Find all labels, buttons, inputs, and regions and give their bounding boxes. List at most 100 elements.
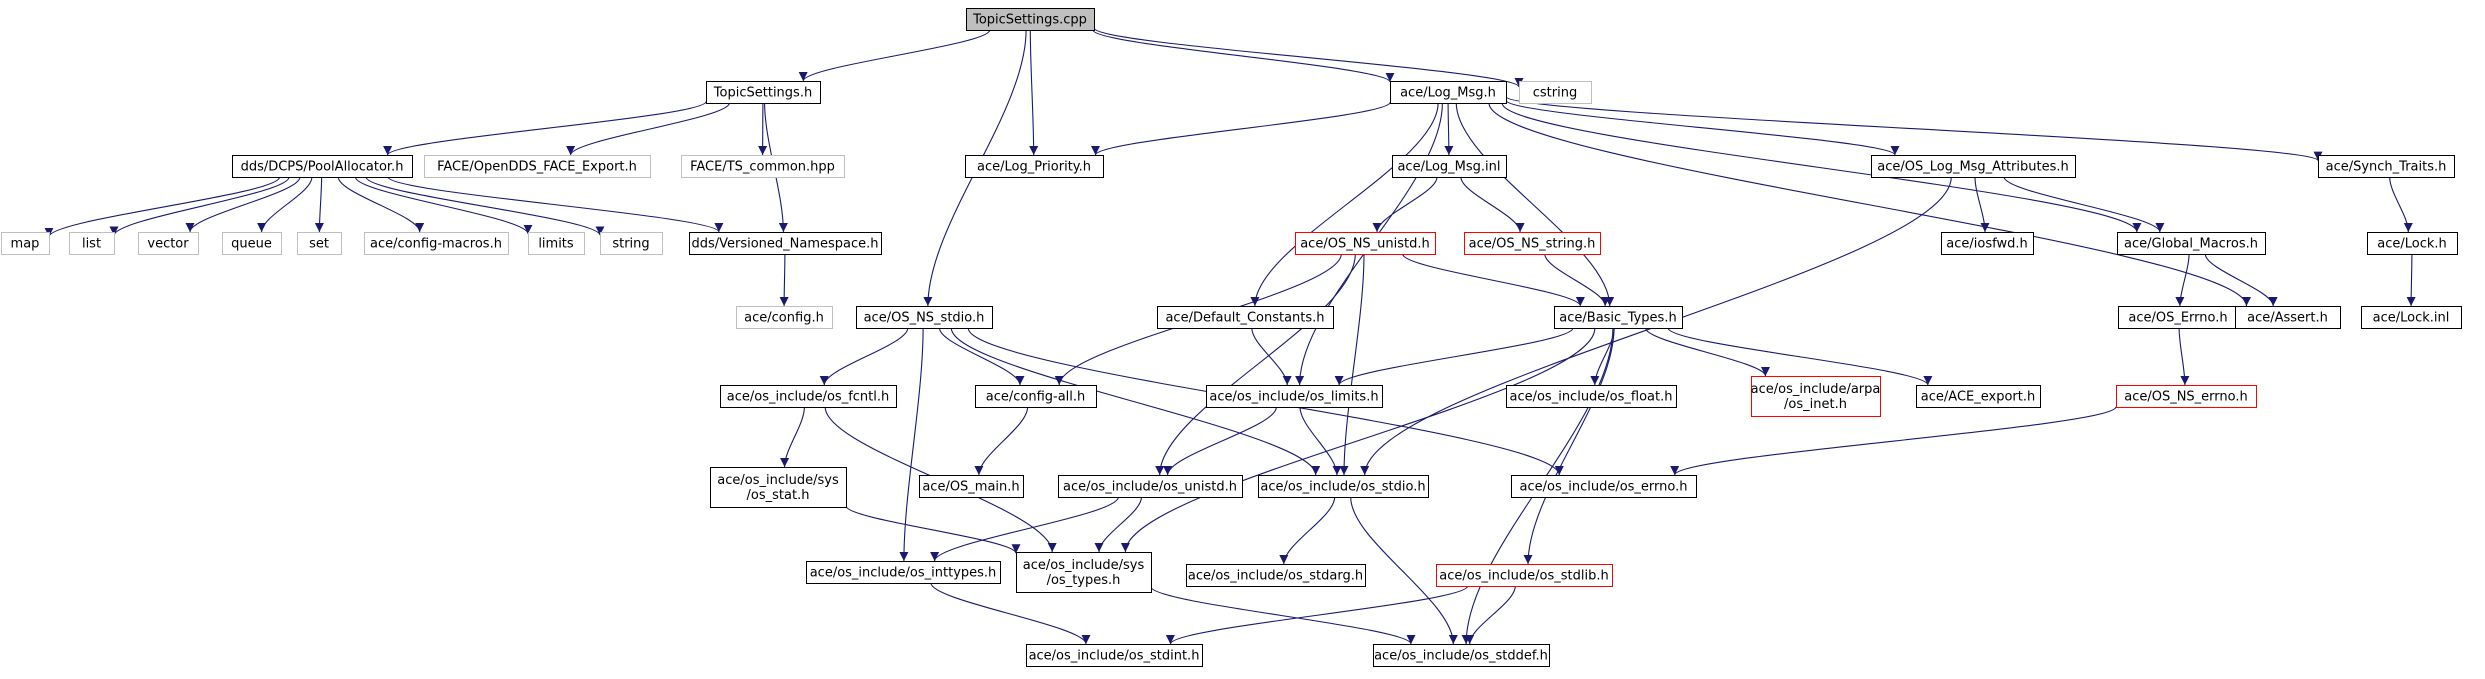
node-box: [1016, 552, 1152, 593]
node-box: [681, 155, 845, 178]
node-limits[interactable]: limits: [528, 232, 585, 255]
edge-poolalloc-to-string: [365, 176, 605, 236]
node-label: list: [82, 237, 101, 252]
node-label: ace/OS_NS_errno.h: [2124, 390, 2248, 405]
node-box: [1295, 232, 1436, 255]
node-config-all[interactable]: ace/config-all.h: [975, 385, 1097, 408]
edge-global_macros-to-assert_h: [2204, 253, 2278, 307]
node-synch-traits[interactable]: ace/Synch_Traits.h: [2318, 155, 2455, 178]
node-box: [1026, 644, 1203, 667]
node-os-ns-string[interactable]: ace/OS_NS_string.h: [1464, 232, 1601, 255]
node-box: [1390, 81, 1507, 104]
node-assert-h[interactable]: ace/Assert.h: [2235, 306, 2341, 329]
node-os-errno-h[interactable]: ace/os_include/os_errno.h: [1511, 475, 1697, 498]
node-label: vector: [147, 237, 189, 252]
node-cstring[interactable]: cstring: [1519, 81, 1592, 104]
edge-os_ns_unistd-to-os_unistd: [1155, 253, 1356, 476]
node-label: ace/os_include/os_unistd.h: [1063, 480, 1237, 495]
node-label: ace/OS_main.h: [922, 480, 1019, 495]
node-sys-types[interactable]: ace/os_include/sys/os_types.h: [1016, 552, 1152, 593]
node-queue[interactable]: queue: [222, 232, 282, 255]
node-config-macros[interactable]: ace/config-macros.h: [364, 232, 509, 255]
node-os-inttypes[interactable]: ace/os_include/os_inttypes.h: [806, 561, 1001, 584]
node-os-float[interactable]: ace/os_include/os_float.h: [1506, 385, 1677, 408]
node-global-macros[interactable]: ace/Global_Macros.h: [2117, 232, 2266, 255]
node-list[interactable]: list: [69, 232, 115, 255]
node-label: set: [309, 237, 329, 252]
node-ace-export[interactable]: ace/ACE_export.h: [1916, 385, 2041, 408]
node-os-stddef[interactable]: ace/os_include/os_stddef.h: [1373, 644, 1550, 667]
node-label: ace/Synch_Traits.h: [2326, 160, 2447, 175]
node-os-stdarg[interactable]: ace/os_include/os_stdarg.h: [1186, 564, 1366, 587]
node-label: ace/os_include/os_stdlib.h: [1439, 569, 1608, 584]
node-os-stdlib[interactable]: ace/os_include/os_stdlib.h: [1436, 564, 1613, 587]
node-topicsettings-h[interactable]: TopicSettings.h: [706, 81, 821, 104]
node-box: [1186, 564, 1366, 587]
node-lock-h[interactable]: ace/Lock.h: [2367, 232, 2458, 255]
edges-layer: [44, 27, 2416, 645]
node-map[interactable]: map: [1, 232, 50, 255]
node-basic-types[interactable]: ace/Basic_Types.h: [1554, 306, 1683, 329]
node-box: [1157, 306, 1334, 329]
node-label: ace/os_include/arpa/os_inet.h: [1751, 382, 1881, 412]
node-set[interactable]: set: [297, 232, 342, 255]
node-os-ns-unistd[interactable]: ace/OS_NS_unistd.h: [1295, 232, 1436, 255]
node-os-limits[interactable]: ace/os_include/os_limits.h: [1206, 385, 1383, 408]
edge-os_ns_errno-to-os_errno_h: [1670, 406, 2117, 476]
node-label: ace/config-all.h: [986, 390, 1086, 405]
node-box: [2235, 306, 2341, 329]
node-lock-inl[interactable]: ace/Lock.inl: [2361, 306, 2462, 329]
node-box: [1258, 475, 1429, 498]
node-arpa-inet[interactable]: ace/os_include/arpa/os_inet.h: [1751, 376, 1881, 417]
node-os-log-attr[interactable]: ace/OS_Log_Msg_Attributes.h: [1871, 155, 2076, 178]
node-string[interactable]: string: [600, 232, 663, 255]
node-box: [966, 8, 1095, 31]
edge-basic_types-to-arpa_inet: [1644, 327, 1770, 377]
node-os-stdio[interactable]: ace/os_include/os_stdio.h: [1258, 475, 1429, 498]
node-box: [965, 155, 1104, 178]
node-label: ace/Log_Msg.h: [1400, 86, 1496, 101]
node-os-unistd[interactable]: ace/os_include/os_unistd.h: [1058, 475, 1243, 498]
node-config-h[interactable]: ace/config.h: [736, 306, 833, 329]
node-poolalloc[interactable]: dds/DCPS/PoolAllocator.h: [232, 155, 413, 178]
node-face-export[interactable]: FACE/OpenDDS_FACE_Export.h: [424, 155, 651, 178]
node-vector[interactable]: vector: [138, 232, 199, 255]
node-root[interactable]: TopicSettings.cpp: [966, 8, 1095, 31]
node-os-main[interactable]: ace/OS_main.h: [919, 475, 1024, 498]
node-box: [856, 306, 993, 329]
node-box: [1751, 376, 1881, 417]
node-box: [919, 475, 1024, 498]
node-log-msg-h[interactable]: ace/Log_Msg.h: [1390, 81, 1507, 104]
node-label: ace/OS_Errno.h: [2128, 311, 2227, 326]
node-label: queue: [231, 237, 272, 252]
node-os-ns-stdio[interactable]: ace/OS_NS_stdio.h: [856, 306, 993, 329]
node-os-stdint[interactable]: ace/os_include/os_stdint.h: [1026, 644, 1203, 667]
node-label: ace/Assert.h: [2247, 311, 2328, 326]
node-label: ace/Log_Msg.inl: [1397, 160, 1500, 175]
node-label: ace/Lock.inl: [2373, 311, 2450, 326]
node-log-priority[interactable]: ace/Log_Priority.h: [965, 155, 1104, 178]
edge-log_msg_h-to-default_constants: [1250, 102, 1439, 307]
node-sys-stat[interactable]: ace/os_include/sys/os_stat.h: [710, 467, 847, 508]
node-default-constants[interactable]: ace/Default_Constants.h: [1157, 306, 1334, 329]
edge-os_ns_stdio-to-config_all: [938, 327, 1025, 386]
node-os-fcntl[interactable]: ace/os_include/os_fcntl.h: [720, 385, 897, 408]
node-versioned-ns[interactable]: dds/Versioned_Namespace.h: [689, 232, 882, 255]
node-os-ns-errno[interactable]: ace/OS_NS_errno.h: [2116, 385, 2257, 408]
node-ts-common[interactable]: FACE/TS_common.hpp: [681, 155, 845, 178]
node-box: [975, 385, 1097, 408]
node-os-errno[interactable]: ace/OS_Errno.h: [2118, 306, 2239, 329]
node-iosfwd[interactable]: ace/iosfwd.h: [1941, 232, 2034, 255]
node-box: [1519, 81, 1592, 104]
edge-poolalloc-to-map: [44, 176, 281, 238]
node-box: [1871, 155, 2076, 178]
node-box: [806, 561, 1001, 584]
edge-log_msg_inl-to-os_ns_string: [1460, 176, 1525, 233]
node-box: [710, 467, 847, 508]
edge-log_msg_h-to-log_msg_inl: [1444, 102, 1454, 156]
node-log-msg-inl[interactable]: ace/Log_Msg.inl: [1392, 155, 1507, 178]
node-box: [689, 232, 882, 255]
edge-basic_types-to-os_limits: [1334, 327, 1574, 386]
